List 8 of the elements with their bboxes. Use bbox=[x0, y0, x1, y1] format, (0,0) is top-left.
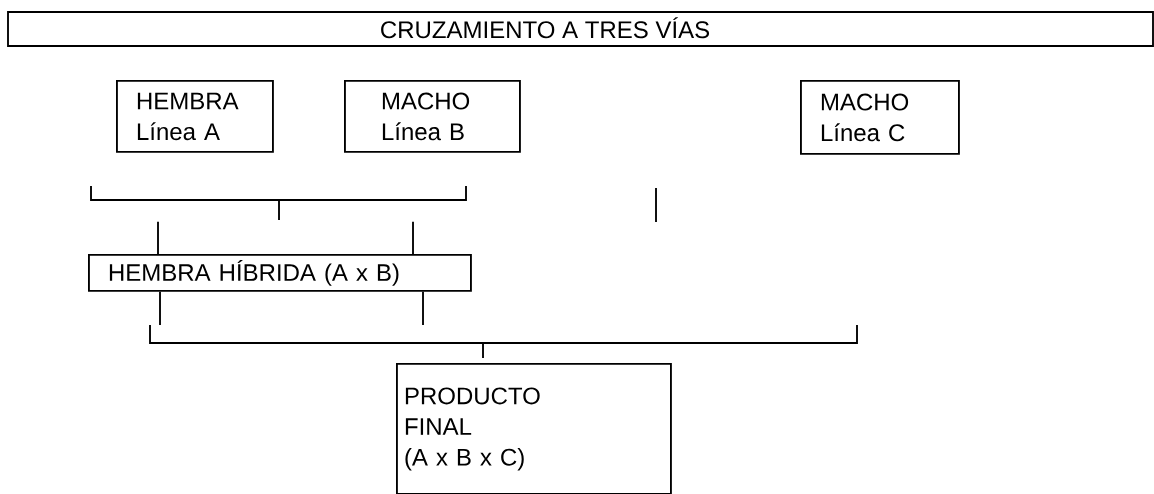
connector-line bbox=[159, 290, 161, 326]
bracket-line bbox=[90, 185, 467, 221]
line-box: PRODUCTO FINAL (A x B x C) bbox=[396, 363, 672, 494]
connector-line bbox=[412, 220, 414, 255]
bracket-line bbox=[149, 324, 858, 359]
title-box: CRUZAMIENTO A TRES VÍAS bbox=[7, 11, 1154, 47]
connector-line bbox=[157, 220, 159, 255]
connector-line bbox=[422, 290, 424, 326]
